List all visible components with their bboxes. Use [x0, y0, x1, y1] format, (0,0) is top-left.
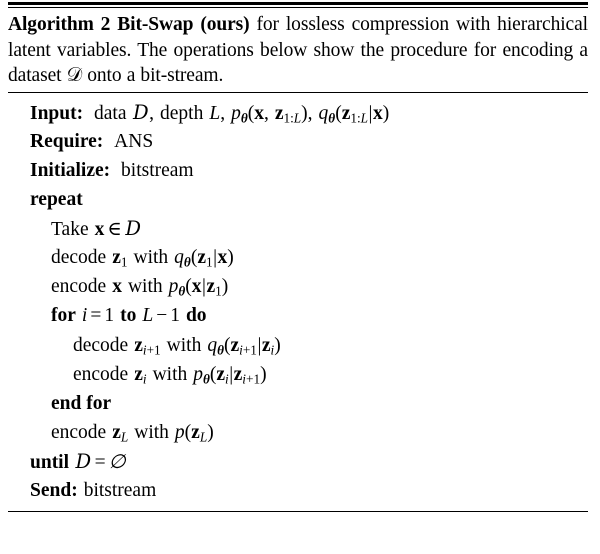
algorithm-caption: Algorithm 2 Bit-Swap (ours) for lossless…: [8, 12, 588, 89]
keyword-to: to: [120, 305, 137, 327]
keyword-require: Require:: [30, 130, 104, 152]
keyword-input: Input:: [30, 102, 84, 124]
line-require: Require: ANS: [30, 127, 590, 156]
rule-top: [8, 2, 588, 8]
keyword-end-for: end for: [51, 392, 112, 414]
algorithm-caption-rest: for lossless compression with hierarchic…: [8, 14, 588, 87]
keyword-until: until: [30, 451, 70, 473]
rule-mid: [8, 91, 588, 93]
keyword-initialize: Initialize:: [30, 159, 111, 181]
algorithm-block: Algorithm 2 Bit-Swap (ours) for lossless…: [0, 2, 590, 513]
line-end-for: end for: [30, 389, 590, 418]
value-require: ANS: [114, 130, 154, 152]
line-send: Send:bitstream: [30, 476, 590, 505]
value-initialize: bitstream: [121, 159, 194, 181]
keyword-send: Send:: [30, 480, 78, 501]
algorithm-caption-label: Algorithm 2 Bit-Swap (ours): [8, 14, 250, 35]
rule-bot: [8, 511, 588, 513]
keyword-for: for: [51, 305, 76, 327]
value-send: bitstream: [83, 480, 157, 501]
keyword-do: do: [185, 305, 207, 327]
keyword-repeat: repeat: [30, 189, 83, 211]
line-initialize: Initialize: bitstream: [30, 156, 590, 185]
line-repeat: repeat: [30, 185, 590, 214]
